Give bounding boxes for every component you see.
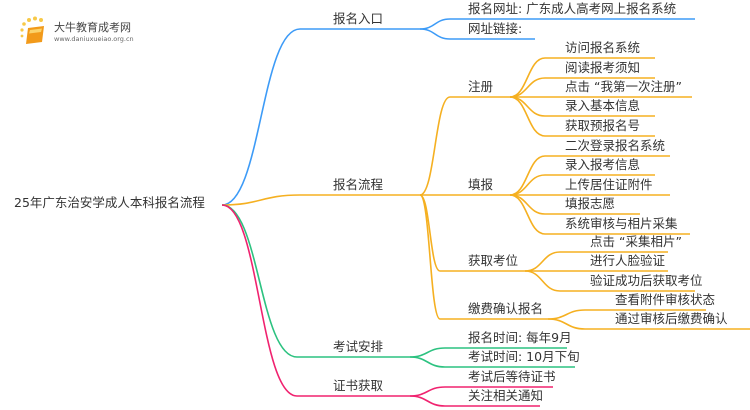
register-step[interactable]: 获取预报名号 [565, 118, 641, 133]
branch-entry-connector [221, 28, 420, 206]
branch-cert[interactable]: 证书获取 [333, 378, 384, 393]
entry-item[interactable]: 报名网址: 广东成人高考网上报名系统 [468, 1, 677, 16]
fill-step-connector [509, 194, 690, 235]
fill-step[interactable]: 录入报考信息 [565, 157, 641, 172]
logo: 大牛教育成考网 www.daniuxueiao.org.cn [18, 16, 158, 48]
process-pay[interactable]: 缴费确认报名 [468, 301, 544, 316]
register-step-connector [509, 96, 655, 137]
seat-step[interactable]: 验证成功后获取考位 [590, 273, 703, 288]
fill-step[interactable]: 上传居住证附件 [565, 177, 653, 192]
branch-process[interactable]: 报名流程 [333, 177, 384, 192]
pay-step[interactable]: 查看附件审核状态 [615, 292, 716, 307]
cert-item[interactable]: 考试后等待证书 [468, 369, 556, 384]
fill-step[interactable]: 填报志愿 [565, 196, 616, 211]
register-step[interactable]: 阅读报考须知 [565, 60, 641, 75]
register-step[interactable]: 访问报名系统 [565, 40, 641, 55]
process-register-connector [419, 96, 510, 196]
branch-entry[interactable]: 报名入口 [333, 11, 384, 26]
fill-step[interactable]: 系统审核与相片采集 [565, 216, 678, 231]
cert-item[interactable]: 关注相关通知 [468, 388, 544, 403]
exam-item[interactable]: 考试时间: 10月下旬 [468, 349, 580, 364]
branch-exam[interactable]: 考试安排 [333, 339, 384, 354]
branch-exam-connector [221, 204, 410, 358]
exam-item-connector [409, 356, 575, 368]
process-seat[interactable]: 获取考位 [468, 253, 519, 268]
register-step[interactable]: 点击 “我第一次注册” [565, 79, 682, 94]
book-logo-icon [20, 16, 44, 44]
branch-process-connector [221, 194, 420, 206]
fill-step[interactable]: 二次登录报名系统 [565, 138, 666, 153]
pay-step-connector [547, 318, 750, 330]
root-node[interactable]: 25年广东治安学成人本科报名流程 [14, 195, 205, 210]
entry-item-connector [419, 28, 535, 40]
process-register[interactable]: 注册 [468, 79, 494, 94]
logo-title: 大牛教育成考网 [54, 21, 131, 34]
seat-step-connector [524, 270, 695, 292]
pay-step[interactable]: 通过审核后缴费确认 [615, 311, 728, 326]
process-pay-connector [419, 194, 548, 320]
process-fill[interactable]: 填报 [468, 177, 494, 192]
cert-item-connector [409, 395, 540, 407]
branch-cert-connector [221, 204, 410, 397]
entry-item-connector [419, 18, 695, 30]
logo-url: www.daniuxueiao.org.cn [54, 35, 134, 43]
seat-step[interactable]: 点击 “采集相片” [590, 234, 682, 249]
register-step[interactable]: 录入基本信息 [565, 98, 641, 113]
exam-item[interactable]: 报名时间: 每年9月 [468, 330, 572, 345]
entry-item[interactable]: 网址链接: [468, 21, 523, 36]
seat-step[interactable]: 进行人脸验证 [590, 253, 666, 268]
